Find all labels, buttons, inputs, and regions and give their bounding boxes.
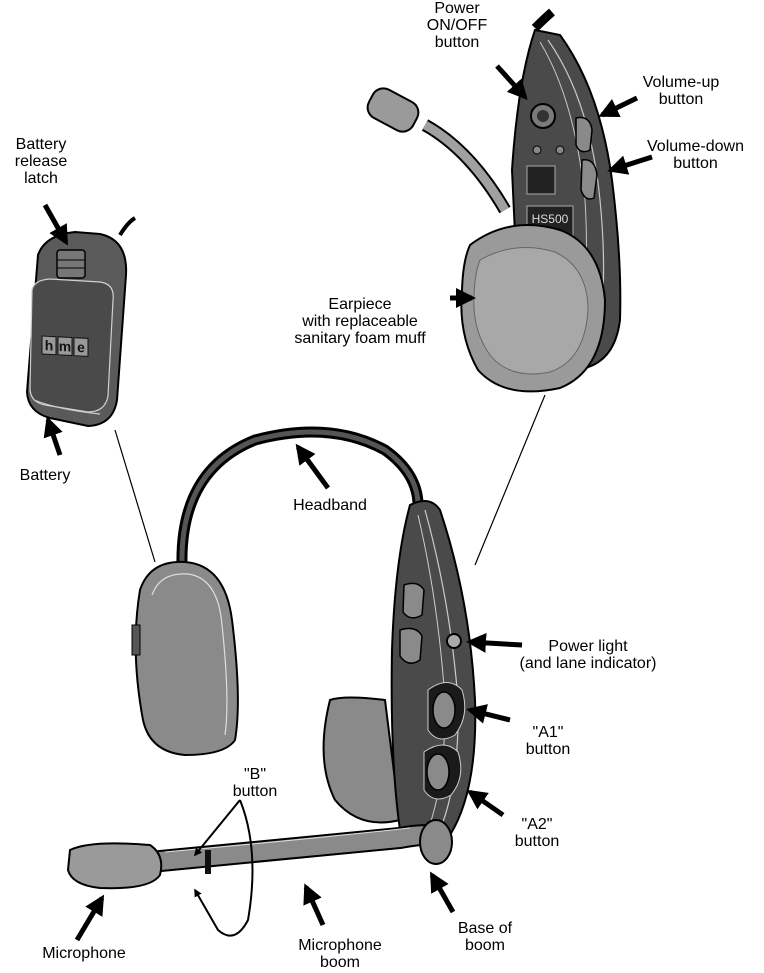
model-text: HS500 [532, 212, 569, 226]
label-microphone-boom: Microphone boom [280, 937, 400, 971]
label-a1-button: "A1" button [508, 724, 588, 758]
label-volume-down: Volume-down button [638, 138, 753, 172]
svg-text:m: m [59, 338, 71, 355]
label-volume-up: Volume-up button [631, 74, 731, 108]
label-a2-button: "A2" button [497, 816, 577, 850]
earpiece-connector-line [475, 395, 545, 565]
battery-pack: h m e [27, 218, 135, 426]
svg-text:e: e [77, 339, 85, 355]
label-power-button: Power ON/OFF button [412, 0, 502, 51]
label-battery-release-latch: Battery release latch [0, 136, 82, 187]
label-headband: Headband [280, 497, 380, 514]
svg-text:h: h [45, 337, 54, 353]
label-battery: Battery [10, 467, 80, 484]
headset [68, 432, 475, 888]
hme-logo: h m e [42, 336, 88, 356]
label-base-of-boom: Base of boom [440, 920, 530, 954]
label-earpiece: Earpiece with replaceable sanitary foam … [260, 296, 460, 347]
label-b-button: "B" button [215, 766, 295, 800]
battery-connector-line [115, 430, 155, 562]
label-microphone: Microphone [24, 945, 144, 962]
label-power-light: Power light (and lane indicator) [492, 638, 684, 672]
power-light-indicator [447, 634, 461, 648]
